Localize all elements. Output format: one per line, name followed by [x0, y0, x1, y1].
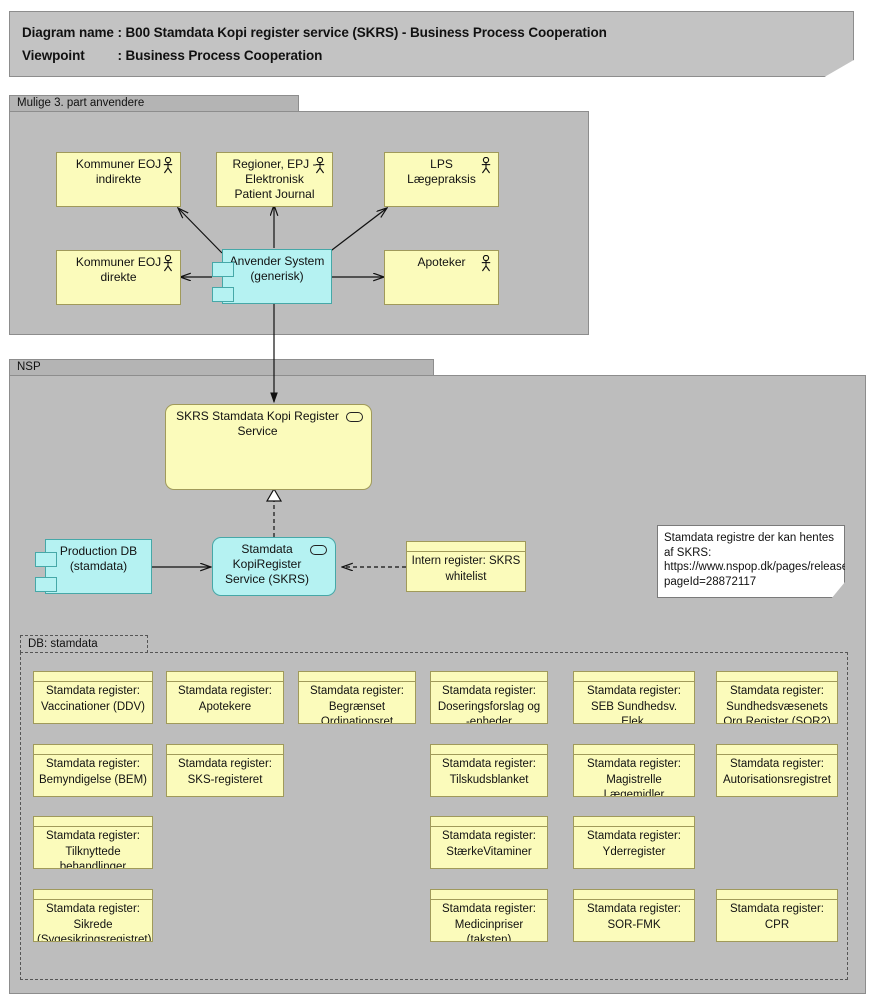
node-label: Intern register: SKRS whitelist — [411, 555, 521, 583]
node-register-sor2[interactable]: Stamdata register: Sundhedsvæsenets Org … — [716, 671, 838, 724]
node-label: Stamdata register: Magistrelle Lægemidle… — [587, 758, 681, 797]
register-body: Intern register: SKRS whitelist — [406, 551, 526, 592]
register-body: Stamdata register: Yderregister — [573, 826, 695, 869]
node-label: Stamdata register: Yderregister — [587, 830, 681, 858]
node-label: Stamdata register: Doseringsforslag og -… — [437, 685, 541, 724]
node-label: Stamdata register: Tilknyttede behandlin… — [46, 830, 140, 869]
node-label: Kommuner EOJ direkte — [75, 255, 162, 284]
node-register-medicinpriser[interactable]: Stamdata register: Medicinpriser (takste… — [430, 889, 548, 942]
node-label: Stamdata register: Sundhedsvæsenets Org … — [723, 685, 831, 724]
node-label: Stamdata register: Tilskudsblanket — [442, 758, 536, 786]
service-pill-icon — [346, 412, 363, 422]
node-register-sor-fmk[interactable]: Stamdata register: SOR-FMK — [573, 889, 695, 942]
node-label: Stamdata register: SKS-registeret — [178, 758, 272, 786]
node-register-tilknyttede-behandlinger[interactable]: Stamdata register: Tilknyttede behandlin… — [33, 816, 153, 869]
diagram-name-line: Diagram name : B00 Stamdata Kopi registe… — [22, 25, 607, 40]
node-label: SKRS Stamdata Kopi Register Service — [176, 409, 339, 438]
subgroup-db-body — [20, 652, 848, 980]
group-third-party-tab: Mulige 3. part anvendere — [9, 95, 299, 112]
node-label: Stamdata register: Sikrede (Sygesikrings… — [37, 903, 152, 942]
diagram-title-box: Diagram name : B00 Stamdata Kopi registe… — [9, 11, 854, 77]
subgroup-db-tab: DB: stamdata — [20, 635, 148, 653]
register-body: Stamdata register: CPR — [716, 899, 838, 942]
node-register-bemyndigelse-bem[interactable]: Stamdata register: Bemyndigelse (BEM) — [33, 744, 153, 797]
node-kommuner-eoj-direkte[interactable]: Kommuner EOJ direkte — [56, 250, 181, 305]
service-pill-icon — [310, 545, 327, 555]
register-body: Stamdata register: Tilskudsblanket — [430, 754, 548, 797]
actor-icon — [163, 255, 173, 272]
node-production-db[interactable]: Production DB (stamdata) — [35, 539, 152, 594]
register-body: Stamdata register: Begrænset Ordinations… — [298, 681, 416, 724]
register-body: Stamdata register: Tilknyttede behandlin… — [33, 826, 153, 869]
node-anvender-system[interactable]: Anvender System (generisk) — [212, 249, 332, 304]
register-body: Stamdata register: Medicinpriser (takste… — [430, 899, 548, 942]
component-icon — [212, 262, 234, 277]
actor-icon — [163, 157, 173, 174]
node-stamdata-kopiregister-service[interactable]: Stamdata KopiRegister Service (SKRS) — [212, 537, 336, 596]
node-register-begraenset-ordinationsret[interactable]: Stamdata register: Begrænset Ordinations… — [298, 671, 416, 724]
register-body: Stamdata register: SOR-FMK — [573, 899, 695, 942]
node-label: Stamdata register: Bemyndigelse (BEM) — [38, 758, 147, 786]
node-label: Stamdata register: Begrænset Ordinations… — [310, 685, 404, 724]
node-label: Stamdata register: Vaccinationer (DDV) — [41, 685, 145, 713]
node-label: Stamdata register: Autorisationsregistre… — [722, 758, 832, 786]
node-label: LPS Lægepraksis — [407, 157, 476, 186]
group-nsp-tab: NSP — [9, 359, 434, 376]
node-kommuner-eoj-indirekte[interactable]: Kommuner EOJ indirekte — [56, 152, 181, 207]
node-register-staerkevitaminer[interactable]: Stamdata register: StærkeVitaminer — [430, 816, 548, 869]
register-body: Stamdata register: Sundhedsvæsenets Org … — [716, 681, 838, 724]
group-third-party-label: Mulige 3. part anvendere — [17, 97, 145, 109]
subgroup-db-label: DB: stamdata — [28, 638, 98, 650]
node-label: Stamdata register: CPR — [730, 903, 824, 931]
actor-icon — [481, 255, 491, 272]
node-lps-laegepraksis[interactable]: LPS Lægepraksis — [384, 152, 499, 207]
node-register-tilskudsblanket[interactable]: Stamdata register: Tilskudsblanket — [430, 744, 548, 797]
viewpoint-line: Viewpoint : Business Process Cooperation — [22, 48, 323, 63]
node-label: Stamdata register: Medicinpriser (takste… — [442, 903, 536, 942]
actor-icon — [481, 157, 491, 174]
node-label: Anvender System (generisk) — [229, 254, 325, 283]
register-body: Stamdata register: SEB Sundhedsv. Elek. … — [573, 681, 695, 724]
node-label: Apoteker — [417, 255, 466, 269]
node-register-autorisationsregistret[interactable]: Stamdata register: Autorisationsregistre… — [716, 744, 838, 797]
register-body: Stamdata register: Magistrelle Lægemidle… — [573, 754, 695, 797]
node-label: Production DB (stamdata) — [59, 544, 138, 573]
node-register-sks-registeret[interactable]: Stamdata register: SKS-registeret — [166, 744, 284, 797]
node-label: Stamdata register: StærkeVitaminer — [442, 830, 536, 858]
note-text: Stamdata registre der kan hentes af SKRS… — [664, 532, 873, 588]
node-register-seb[interactable]: Stamdata register: SEB Sundhedsv. Elek. … — [573, 671, 695, 724]
note-stamdata-registre-link: Stamdata registre der kan hentes af SKRS… — [657, 525, 845, 598]
register-body: Stamdata register: Bemyndigelse (BEM) — [33, 754, 153, 797]
register-body: Stamdata register: Sikrede (Sygesikrings… — [33, 899, 153, 942]
node-register-apotekere[interactable]: Stamdata register: Apotekere — [166, 671, 284, 724]
register-body: Stamdata register: SKS-registeret — [166, 754, 284, 797]
node-label: Kommuner EOJ indirekte — [75, 157, 162, 186]
component-icon — [212, 287, 234, 302]
node-label: Stamdata register: SOR-FMK — [587, 903, 681, 931]
node-register-magistrelle[interactable]: Stamdata register: Magistrelle Lægemidle… — [573, 744, 695, 797]
node-label: Stamdata KopiRegister Service (SKRS) — [224, 542, 310, 586]
node-register-yderregister[interactable]: Stamdata register: Yderregister — [573, 816, 695, 869]
node-skrs-stamdata-kopi-register-service[interactable]: SKRS Stamdata Kopi Register Service — [165, 404, 372, 490]
node-label: Stamdata register: SEB Sundhedsv. Elek. … — [587, 685, 681, 724]
register-body: Stamdata register: Vaccinationer (DDV) — [33, 681, 153, 724]
node-register-cpr[interactable]: Stamdata register: CPR — [716, 889, 838, 942]
node-label: Regioner, EPJ - Elektronisk Patient Jour… — [232, 157, 317, 201]
register-body: Stamdata register: Autorisationsregistre… — [716, 754, 838, 797]
register-body: Stamdata register: Apotekere — [166, 681, 284, 724]
node-register-vaccinationer-ddv[interactable]: Stamdata register: Vaccinationer (DDV) — [33, 671, 153, 724]
node-apoteker[interactable]: Apoteker — [384, 250, 499, 305]
node-label: Stamdata register: Apotekere — [178, 685, 272, 713]
node-register-doseringsforslag[interactable]: Stamdata register: Doseringsforslag og -… — [430, 671, 548, 724]
subgroup-db-stamdata: DB: stamdata — [20, 635, 848, 980]
component-icon — [35, 577, 57, 592]
actor-icon — [315, 157, 325, 174]
register-body: Stamdata register: StærkeVitaminer — [430, 826, 548, 869]
node-regioner-epj[interactable]: Regioner, EPJ - Elektronisk Patient Jour… — [216, 152, 333, 207]
node-intern-register-skrs-whitelist[interactable]: Intern register: SKRS whitelist — [406, 541, 526, 592]
register-body: Stamdata register: Doseringsforslag og -… — [430, 681, 548, 724]
component-icon — [35, 552, 57, 567]
node-register-sikrede[interactable]: Stamdata register: Sikrede (Sygesikrings… — [33, 889, 153, 942]
group-nsp-label: NSP — [17, 361, 41, 373]
